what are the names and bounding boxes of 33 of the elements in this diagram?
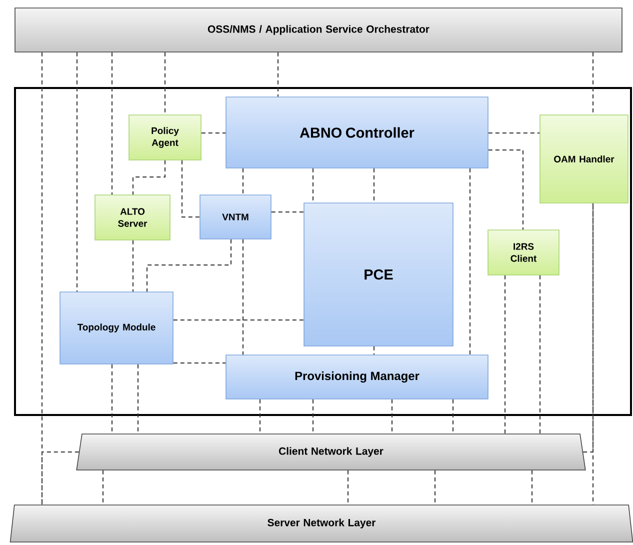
connector-line [592,52,594,116]
frame-box [14,87,632,416]
connector-line [488,150,524,230]
connector-line [146,238,232,292]
orchestrator-bar: OSS/NMS / Application Service Orchestrator [14,8,622,52]
module-box: ALTO Server [94,194,170,240]
controller-box: ABNO Controller [226,96,488,168]
connector-line [434,470,436,506]
connector-line [504,274,506,434]
layer-trapezoid: Client Network Layer [76,434,586,470]
connector-line [132,240,134,292]
connector-line [242,168,244,196]
connector-line [452,398,454,434]
connector-line [132,160,166,196]
module-box: I2RS Client [488,230,560,276]
layer-trapezoid: Server Network Layer [10,504,633,542]
connector-line [76,52,78,292]
module-box: Policy Agent [128,114,202,160]
connector-line [312,398,314,434]
connector-line [242,238,244,356]
module-box: PCE [304,202,454,346]
connector-line [488,132,540,134]
module-box: OAM Handler [540,114,628,204]
connector-line [42,452,80,506]
module-box: VNTM [200,194,272,240]
connector-line [312,168,314,204]
connector-line [200,132,226,134]
connector-line [172,362,226,364]
connector-line [164,52,166,116]
module-box: Provisioning Manager [226,354,488,400]
connector-line [102,470,104,506]
connector-line [182,160,200,218]
module-box: Topology Module [60,292,174,364]
